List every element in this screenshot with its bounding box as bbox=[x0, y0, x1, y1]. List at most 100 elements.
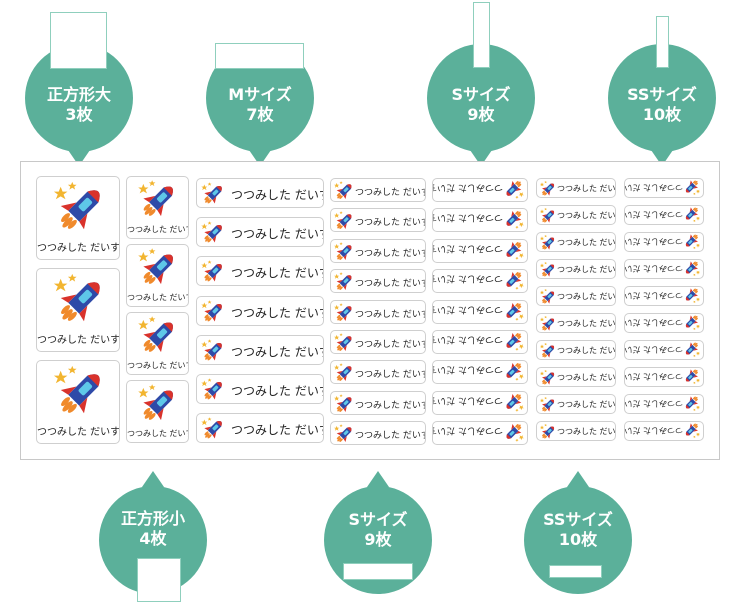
callout-title: 正方形小 bbox=[120, 509, 185, 528]
label-ss-size: つつみした だいすけ bbox=[536, 340, 616, 360]
label-name-text: つつみした だいすけ bbox=[624, 318, 683, 327]
label-ss-size: つつみした だいすけ bbox=[536, 178, 616, 198]
label-s-size: つつみした だいすけ bbox=[432, 208, 528, 233]
size-swatch bbox=[137, 558, 181, 602]
label-s-size: つつみした だいすけ bbox=[432, 269, 528, 294]
label-square-small: つつみした だいすけ bbox=[126, 380, 189, 443]
label-ss-size: つつみした だいすけ bbox=[536, 286, 616, 306]
label-name-text: つつみした だいすけ bbox=[624, 426, 683, 435]
label-s-size: つつみした だいすけ bbox=[330, 421, 426, 446]
label-m-size: つつみした だいすけ bbox=[196, 413, 324, 444]
label-ss-size: つつみした だいすけ bbox=[536, 421, 616, 441]
label-name-text: つつみした だいすけ bbox=[231, 227, 323, 242]
label-s-size: つつみした だいすけ bbox=[432, 421, 528, 446]
callout-count: 9枚 bbox=[467, 105, 495, 124]
rocket-icon bbox=[201, 299, 222, 322]
label-square-small: つつみした だいすけ bbox=[126, 176, 189, 239]
label-square-small: つつみした だいすけ bbox=[126, 312, 189, 375]
label-name-text: つつみした だいすけ bbox=[355, 309, 425, 320]
label-ss-size: つつみした だいすけ bbox=[536, 232, 616, 252]
rocket-icon bbox=[539, 207, 555, 223]
callout-count: 4枚 bbox=[139, 529, 167, 548]
label-name-text: つつみした だいすけ bbox=[557, 427, 616, 436]
rocket-icon bbox=[685, 207, 701, 223]
rocket-icon bbox=[53, 365, 100, 414]
rocket-icon bbox=[201, 339, 222, 361]
label-name-text: つつみした だいすけ bbox=[624, 291, 683, 300]
label-square-small: つつみした だいすけ bbox=[126, 244, 189, 307]
rocket-icon bbox=[138, 180, 173, 217]
rocket-icon bbox=[539, 423, 555, 439]
label-name-text: つつみした だいすけ bbox=[355, 431, 425, 442]
size-swatch bbox=[343, 563, 413, 580]
size-swatch bbox=[656, 16, 669, 68]
label-name-text: つつみした だいすけ bbox=[433, 303, 503, 314]
rocket-icon bbox=[506, 241, 524, 260]
label-ss-size: つつみした だいすけ bbox=[624, 232, 704, 252]
callout-title: Sサイズ bbox=[451, 85, 511, 104]
rocket-icon bbox=[138, 248, 173, 285]
label-ss-size: つつみした だいすけ bbox=[624, 313, 704, 333]
label-name-text: つつみした だいすけ bbox=[37, 335, 120, 346]
label-s-size: つつみした だいすけ bbox=[432, 360, 528, 385]
label-name-text: つつみした だいすけ bbox=[231, 384, 323, 398]
label-name-text: つつみした だいすけ bbox=[624, 183, 683, 192]
label-m-size: つつみした だいすけ bbox=[196, 295, 324, 326]
label-name-text: つつみした だいすけ bbox=[127, 225, 188, 234]
label-ss-size: つつみした だいすけ bbox=[624, 286, 704, 306]
label-m-size: つつみした だいすけ bbox=[196, 217, 324, 248]
label-name-text: つつみした だいすけ bbox=[231, 266, 323, 281]
label-s-size: つつみした だいすけ bbox=[330, 390, 426, 415]
rocket-icon bbox=[334, 241, 352, 260]
label-s-size: つつみした だいすけ bbox=[330, 238, 426, 263]
label-name-text: つつみした だいすけ bbox=[557, 238, 616, 247]
label-s-size: つつみした だいすけ bbox=[330, 208, 426, 233]
rocket-icon bbox=[539, 369, 555, 385]
size-swatch bbox=[50, 12, 107, 69]
label-m-size: つつみした だいすけ bbox=[196, 178, 324, 208]
label-m-size: つつみした だいすけ bbox=[196, 374, 324, 404]
rocket-icon bbox=[334, 363, 352, 382]
callout-count: 10枚 bbox=[642, 105, 682, 124]
label-name-text: つつみした だいすけ bbox=[624, 399, 683, 408]
label-name-text: つつみした だいすけ bbox=[557, 292, 616, 301]
rocket-icon bbox=[539, 288, 555, 304]
rocket-icon bbox=[539, 342, 555, 358]
label-name-text: つつみした だいすけ bbox=[624, 372, 683, 381]
label-name-text: つつみした だいすけ bbox=[557, 373, 616, 382]
rocket-icon bbox=[201, 221, 222, 243]
label-m-size: つつみした だいすけ bbox=[196, 334, 324, 365]
size-swatch bbox=[549, 565, 602, 578]
label-square-large: つつみした だいすけ bbox=[36, 268, 120, 352]
label-s-size: つつみした だいすけ bbox=[432, 238, 528, 263]
label-name-text: つつみした だいすけ bbox=[557, 184, 616, 193]
label-s-size: つつみした だいすけ bbox=[330, 330, 426, 354]
label-ss-size: つつみした だいすけ bbox=[624, 367, 704, 387]
label-name-text: つつみした だいすけ bbox=[355, 218, 425, 229]
rocket-icon bbox=[506, 393, 524, 412]
callout-title: SSサイズ bbox=[627, 85, 697, 104]
label-name-text: つつみした だいすけ bbox=[557, 400, 616, 409]
label-name-text: つつみした だいすけ bbox=[231, 305, 323, 320]
rocket-icon bbox=[201, 182, 222, 204]
callout-count: 3枚 bbox=[65, 105, 93, 124]
rocket-icon bbox=[506, 302, 524, 321]
label-ss-size: つつみした だいすけ bbox=[536, 259, 616, 279]
rocket-icon bbox=[685, 234, 701, 250]
label-s-size: つつみした だいすけ bbox=[432, 330, 528, 354]
callout-count: 10枚 bbox=[558, 530, 598, 549]
rocket-icon bbox=[539, 261, 555, 277]
label-name-text: つつみした だいすけ bbox=[355, 370, 425, 381]
label-name-text: つつみした だいすけ bbox=[231, 188, 323, 202]
rocket-icon bbox=[334, 272, 352, 291]
label-s-size: つつみした だいすけ bbox=[330, 299, 426, 324]
label-name-text: つつみした だいすけ bbox=[127, 293, 188, 302]
label-s-size: つつみした だいすけ bbox=[432, 178, 528, 202]
label-ss-size: つつみした だいすけ bbox=[536, 394, 616, 414]
label-name-text: つつみした だいすけ bbox=[433, 212, 503, 223]
label-ss-size: つつみした だいすけ bbox=[536, 367, 616, 387]
rocket-icon bbox=[201, 260, 222, 282]
label-name-text: つつみした だいすけ bbox=[433, 394, 503, 405]
label-name-text: つつみした だいすけ bbox=[433, 182, 503, 192]
label-name-text: つつみした だいすけ bbox=[355, 400, 425, 411]
